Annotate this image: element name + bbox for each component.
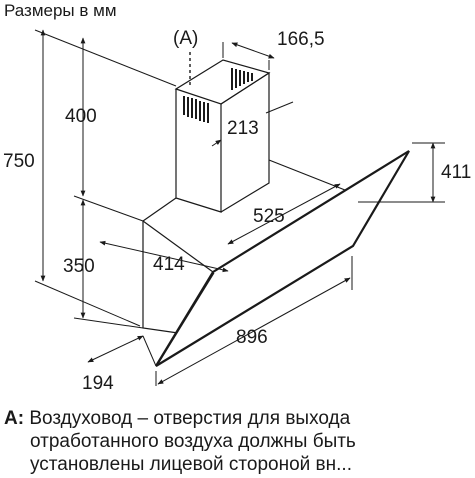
footnote-key: A: bbox=[4, 408, 25, 429]
dimension-lines bbox=[34, 29, 445, 386]
footnote-line-1: A: Воздуховод – отверстия для выхода bbox=[4, 408, 350, 430]
footnote-text-2: отработанного воздуха должны быть bbox=[30, 431, 356, 452]
dimension-label-525: 525 bbox=[253, 206, 285, 227]
dimension-label-750: 750 bbox=[3, 151, 35, 172]
drawing-title: Размеры в мм bbox=[4, 1, 117, 20]
dimension-label-194: 194 bbox=[82, 373, 114, 394]
callout-a-label: (A) bbox=[173, 28, 198, 49]
dimension-label-213: 213 bbox=[227, 118, 259, 139]
footnote-line-3: установлены лицевой стороной вн... bbox=[30, 454, 352, 476]
footnote-text-3: установлены лицевой стороной вн... bbox=[30, 454, 352, 475]
dimension-label-166: 166,5 bbox=[277, 29, 325, 50]
dimension-label-896: 896 bbox=[236, 327, 268, 348]
dimension-label-400: 400 bbox=[65, 106, 97, 127]
chimney-duct-cover bbox=[174, 59, 271, 213]
dimension-label-414: 414 bbox=[153, 254, 185, 275]
footnote-text-1: Воздуховод – отверстия для выхода bbox=[29, 408, 351, 429]
dimension-label-411: 411 bbox=[441, 162, 471, 183]
footnote-line-2: отработанного воздуха должны быть bbox=[30, 431, 356, 453]
dimension-label-350: 350 bbox=[63, 256, 95, 277]
